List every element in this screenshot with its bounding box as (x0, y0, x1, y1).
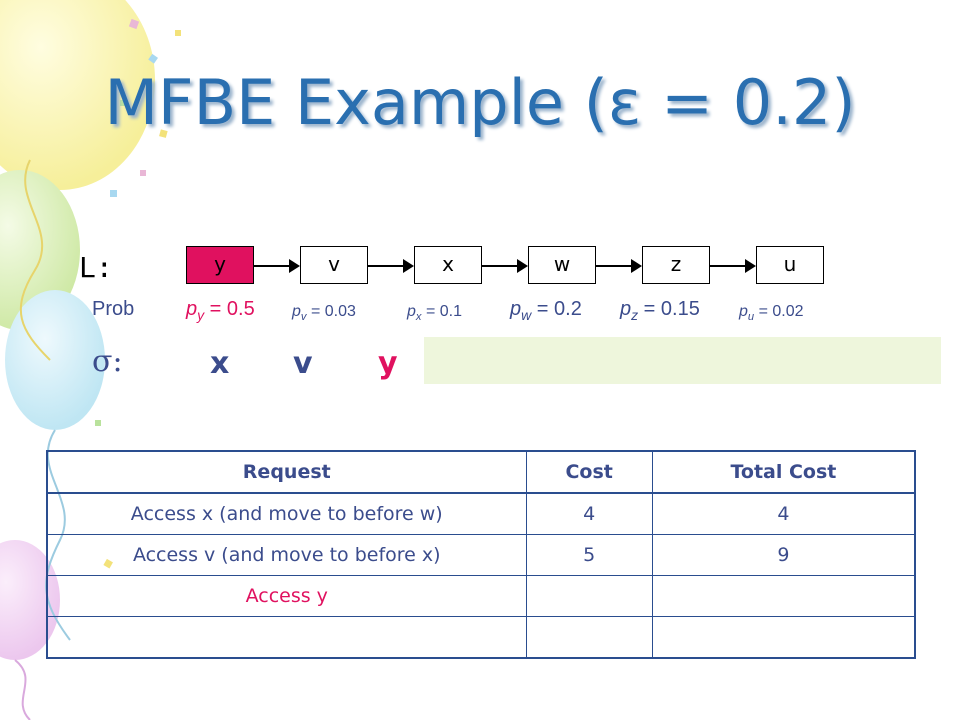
request-cell (46, 616, 527, 659)
prob-w: pw = 0.2 (510, 298, 582, 323)
prob-x: px = 0.1 (407, 303, 462, 324)
arrow-icon (596, 259, 642, 273)
prob-y: py = 0.5 (186, 298, 255, 323)
table-header-row: Request Cost Total Cost (46, 450, 916, 494)
total-cost-cell (651, 616, 916, 659)
total-cost-cell: 9 (651, 534, 916, 576)
cost-cell: 5 (525, 534, 653, 576)
list-node-z: z (642, 246, 710, 284)
table-row (46, 616, 916, 659)
sequence-item-v: v (293, 346, 313, 381)
list-node-w: w (528, 246, 596, 284)
sigma-label: σ: (92, 344, 123, 379)
cost-cell: 4 (525, 492, 653, 535)
header-total-cost: Total Cost (651, 450, 916, 494)
list-node-u: u (756, 246, 824, 284)
list-node-v: v (300, 246, 368, 284)
request-cell: Access v (and move to before x) (46, 534, 527, 576)
table-row: Access v (and move to before x) 5 9 (46, 534, 916, 576)
sequence-item-x: x (210, 346, 230, 381)
prob-label: Prob (92, 298, 135, 320)
list-node-x: x (414, 246, 482, 284)
list-node-y: y (186, 246, 254, 284)
arrow-icon (368, 259, 414, 273)
list-label: L: (79, 251, 113, 284)
prob-z: pz = 0.15 (620, 298, 700, 323)
green-balloon-icon (0, 170, 80, 330)
table-row: Access y (46, 575, 916, 617)
purple-balloon-icon (0, 540, 60, 660)
pending-sequence-box (424, 337, 941, 384)
sequence-item-y: y (378, 346, 398, 381)
request-cost-table: Request Cost Total Cost Access x (and mo… (46, 450, 916, 659)
request-cell: Access y (46, 575, 527, 617)
header-cost: Cost (525, 450, 653, 494)
arrow-icon (710, 259, 756, 273)
prob-u: pu = 0.02 (739, 303, 804, 324)
total-cost-cell: 4 (651, 492, 916, 535)
arrow-icon (254, 259, 300, 273)
header-request: Request (46, 450, 527, 494)
slide-title: MFBE Example (ε = 0.2) (104, 66, 856, 139)
cost-cell (525, 616, 653, 659)
arrow-icon (482, 259, 528, 273)
request-cell: Access x (and move to before w) (46, 492, 527, 535)
prob-v: pv = 0.03 (292, 303, 356, 324)
blue-balloon-icon (5, 290, 105, 430)
yellow-balloon-icon (0, 0, 155, 190)
cost-cell (525, 575, 653, 617)
total-cost-cell (651, 575, 916, 617)
table-row: Access x (and move to before w) 4 4 (46, 492, 916, 535)
